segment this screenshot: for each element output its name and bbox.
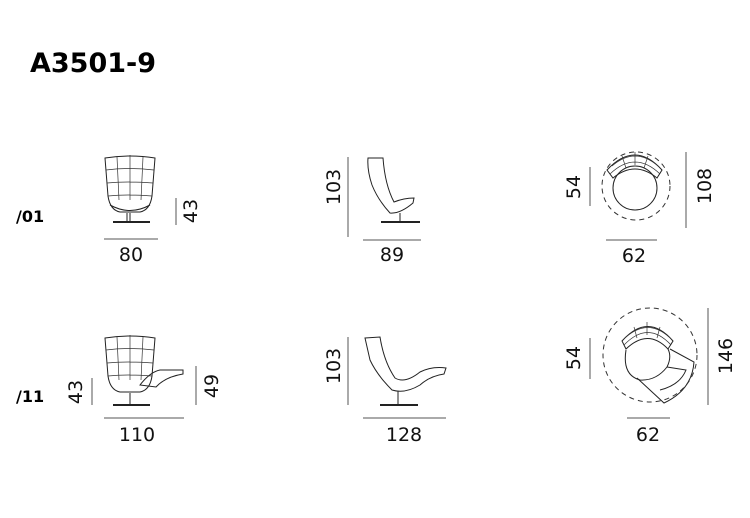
- variant-label-11: /11: [16, 387, 44, 406]
- side-view-chair-01: [367, 157, 420, 223]
- dim-depth-01: 89: [380, 244, 404, 266]
- dim-seat-depth-11: 54: [563, 346, 585, 370]
- dim-height-01: 103: [323, 169, 345, 205]
- product-code: A3501-9: [30, 48, 156, 79]
- top-view-chair-01: [601, 151, 671, 221]
- dim-height-11: 103: [323, 348, 345, 384]
- variant-label-01: /01: [16, 207, 44, 226]
- dim-top-width-01: 62: [622, 245, 646, 267]
- dim-top-width-11: 62: [636, 424, 660, 446]
- dim-ottoman-height-11: 49: [201, 374, 223, 398]
- dim-depth-11: 128: [386, 424, 422, 446]
- dim-width-11: 110: [119, 424, 155, 446]
- dim-seat-height-11: 43: [65, 380, 87, 404]
- dim-seat-height-01: 43: [180, 199, 202, 223]
- front-view-chair-11: [104, 335, 184, 406]
- top-view-lounger-11: [602, 307, 698, 404]
- dim-total-01: 108: [694, 168, 716, 204]
- dim-total-11: 146: [715, 338, 737, 374]
- dim-seat-depth-01: 54: [563, 175, 585, 199]
- side-view-lounger-11: [364, 336, 447, 406]
- dim-width-01: 80: [119, 244, 143, 266]
- front-view-chair-01: [104, 155, 156, 223]
